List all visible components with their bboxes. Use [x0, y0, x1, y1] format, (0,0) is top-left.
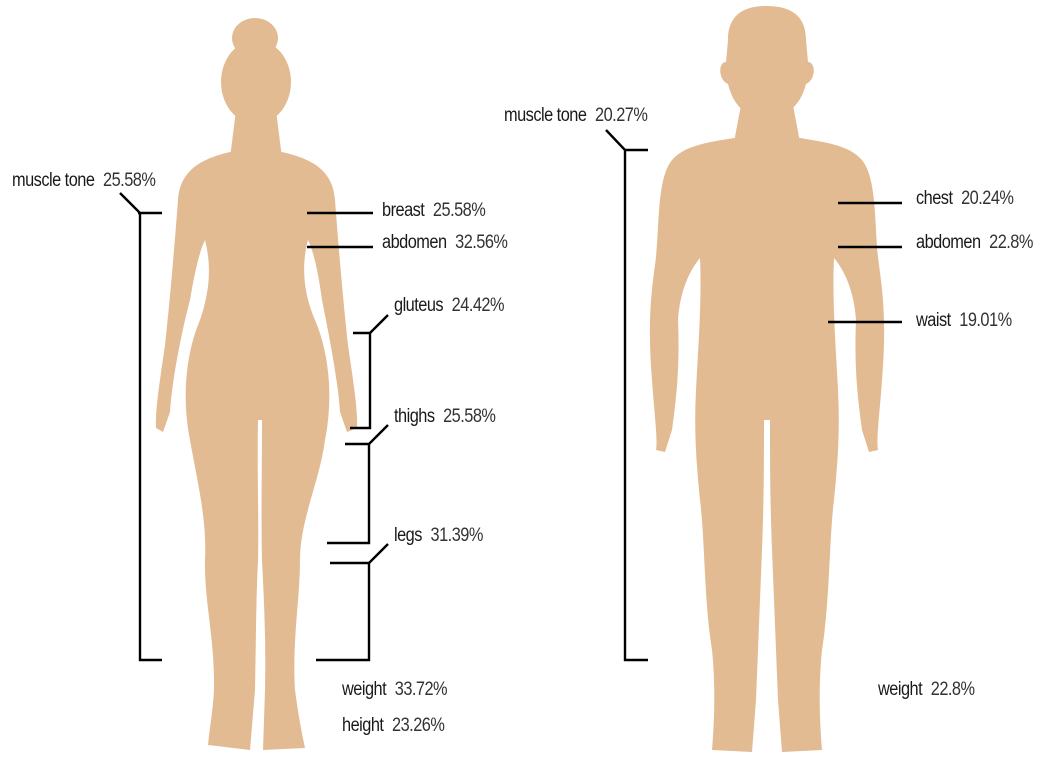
male-muscle-tone-bracket: [606, 130, 648, 660]
male-silhouette: [650, 6, 884, 752]
female-muscle-tone-bracket: [120, 193, 162, 660]
male-body: [650, 138, 884, 752]
female-neck: [230, 110, 282, 158]
female-legs-bracket: [316, 563, 369, 660]
female-silhouette: [156, 18, 357, 750]
female-thighs-bracket: [327, 444, 369, 543]
male-neck: [734, 100, 800, 142]
